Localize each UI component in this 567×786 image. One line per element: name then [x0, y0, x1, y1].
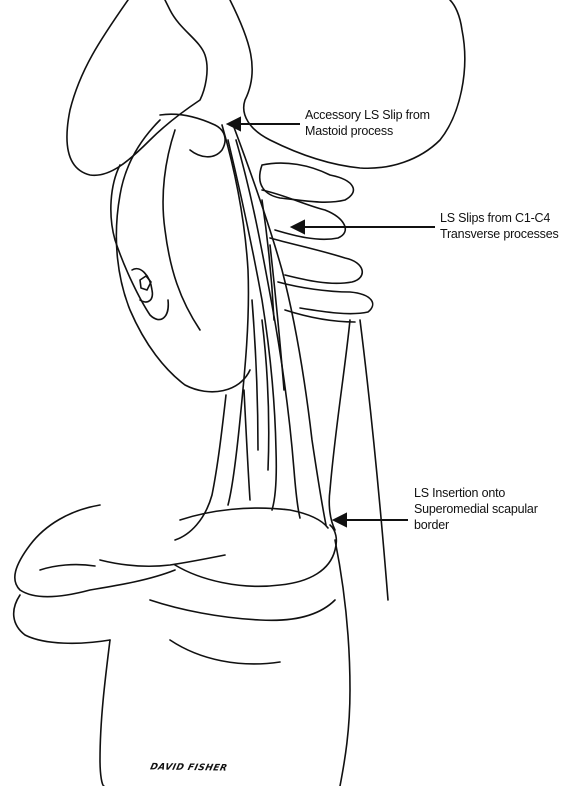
levator-fiber-7: [244, 390, 250, 500]
scapula-body: [175, 525, 336, 586]
label-transverse-slips: LS Slips from C1-C4 Transverse processes: [440, 210, 559, 242]
levator-scapulae-right-edge: [232, 122, 326, 525]
ear-lobe: [140, 276, 151, 290]
levator-scapulae-left-edge: [222, 125, 248, 505]
acromion: [40, 565, 95, 570]
label-insertion-line1: LS Insertion onto: [414, 486, 506, 500]
ear-detail: [132, 269, 152, 302]
scapula-inner-contour: [150, 600, 335, 620]
vertebra-c3: [270, 238, 362, 283]
vertebra-c2: [262, 190, 345, 239]
clavicle-outline: [14, 595, 110, 643]
label-mastoid-slip: Accessory LS Slip from Mastoid process: [305, 107, 430, 139]
vertebra-c1: [260, 163, 354, 202]
levator-fiber-1: [228, 140, 276, 510]
levator-fiber-3: [262, 200, 274, 320]
arrow-transverse-head: [292, 221, 304, 233]
ear-outline: [111, 165, 168, 320]
label-transverse-line2: Transverse processes: [440, 227, 559, 241]
label-mastoid-line2: Mastoid process: [305, 124, 394, 138]
mandible-inner: [163, 130, 200, 330]
scapula-medial-border: [335, 540, 350, 786]
levator-fiber-2: [236, 140, 300, 518]
neck-contour-front: [329, 320, 350, 530]
levator-fiber-6: [262, 320, 269, 470]
arrow-mastoid-head: [228, 118, 240, 130]
scapula-fossa: [170, 640, 280, 664]
scapula-spine: [100, 555, 225, 566]
neck-contour-back: [175, 395, 226, 540]
mandible: [116, 120, 250, 392]
shoulder-outline: [15, 505, 175, 597]
back-contour: [360, 320, 388, 600]
scapula-lateral-border: [100, 640, 110, 786]
levator-fiber-4: [270, 245, 284, 390]
label-insertion-line3: border: [414, 518, 449, 532]
label-mastoid-line1: Accessory LS Slip from: [305, 108, 430, 122]
label-transverse-line1: LS Slips from C1-C4: [440, 211, 551, 225]
skull-outline: [67, 0, 207, 175]
label-scapular-insertion: LS Insertion onto Superomedial scapular …: [414, 485, 538, 533]
scapula-superior-border: [180, 508, 328, 528]
artist-signature: DAVID FISHER: [148, 762, 229, 774]
levator-fiber-5: [252, 300, 258, 450]
label-insertion-line2: Superomedial scapular: [414, 502, 538, 516]
arrow-insertion-head: [334, 514, 346, 526]
vertebra-c4: [278, 282, 373, 314]
cranial-vault: [230, 0, 465, 168]
